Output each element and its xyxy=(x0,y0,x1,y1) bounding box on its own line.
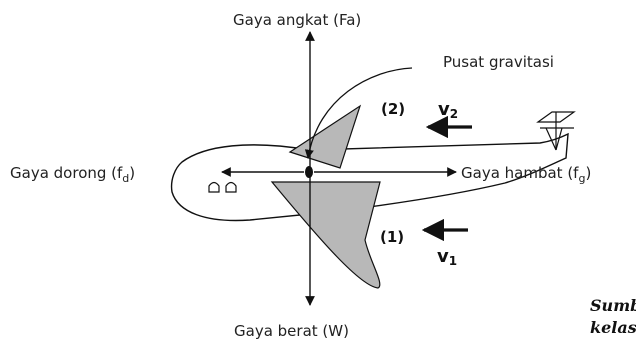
point-2-label: (2) xyxy=(381,100,405,118)
lower-wing xyxy=(270,181,381,289)
v2-label: v2 xyxy=(438,99,458,121)
center-gravity-label: Pusat gravitasi xyxy=(443,53,554,71)
lift-label: Gaya angkat (Fa) xyxy=(233,11,361,29)
center-of-gravity-dot xyxy=(305,166,313,178)
thrust-label: Gaya dorong (fd) xyxy=(10,164,135,185)
source-caption-line-1: Sumb xyxy=(590,296,636,315)
point-1-label: (1) xyxy=(380,228,404,246)
drag-label: Gaya hambat (fg) xyxy=(461,164,591,185)
center-gravity-pointer xyxy=(304,67,413,159)
source-caption-line-2: kelas xyxy=(590,318,636,337)
cockpit-windows xyxy=(208,181,237,193)
weight-label: Gaya berat (W) xyxy=(234,322,349,340)
tail-fin xyxy=(536,111,576,151)
v1-label: v1 xyxy=(437,246,457,268)
